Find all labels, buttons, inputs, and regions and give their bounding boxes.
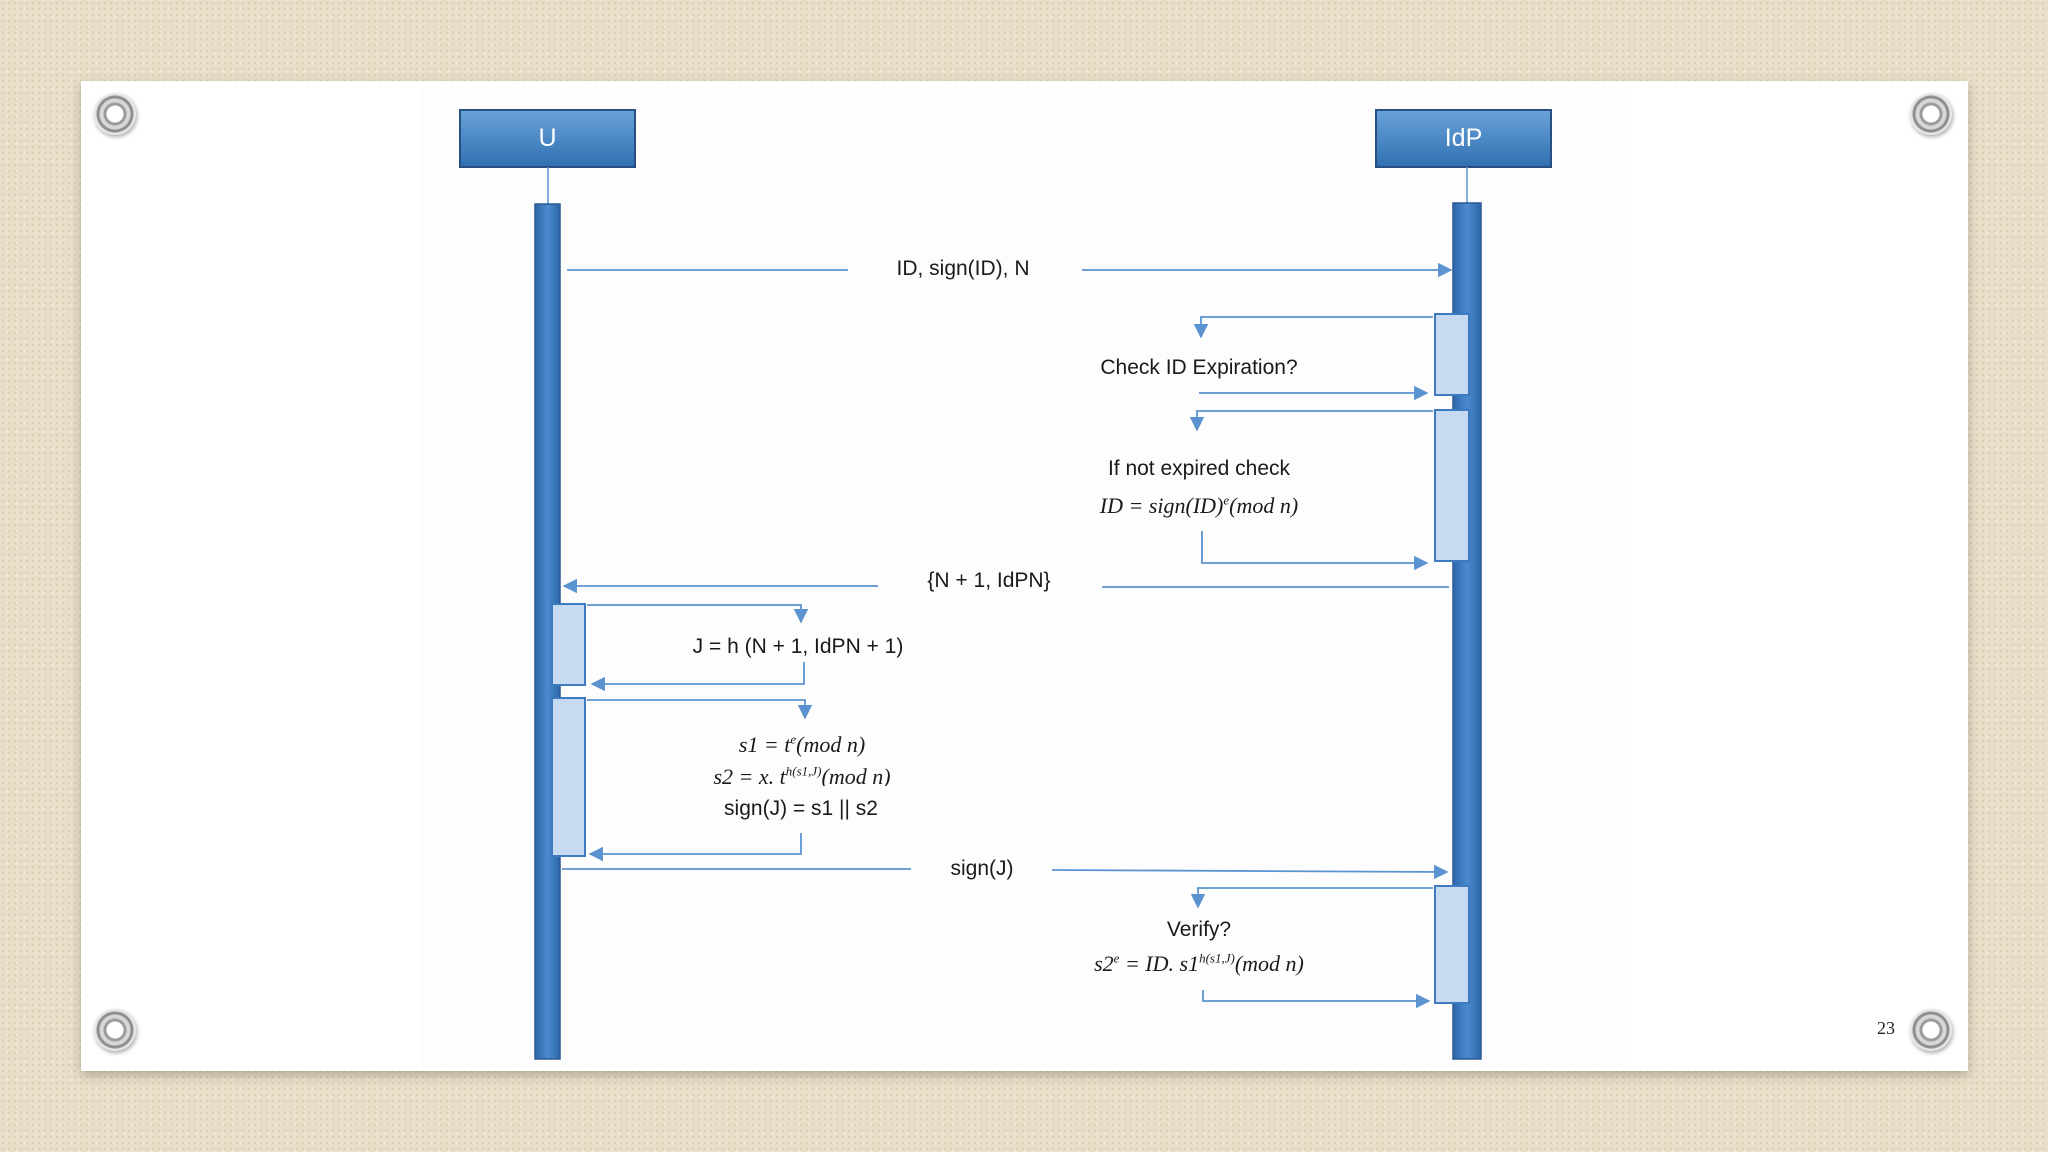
formula-s1: s1 = te(mod n) xyxy=(738,731,866,757)
sequence-diagram: U IdP ID, sign(ID), N Check ID Expiratio… xyxy=(421,87,1625,1067)
message-label-3: sign(J) xyxy=(950,857,1014,880)
step-label-if-not-expired: If not expired check xyxy=(1107,457,1291,480)
self-call-arrow xyxy=(1190,887,1433,909)
pushpin-icon xyxy=(94,93,136,135)
formula-s2: s2 = x. th(s1,J)(mod n) xyxy=(713,764,891,786)
formula-id-check: ID = sign(ID)e(mod n) xyxy=(1099,492,1299,518)
step-label-j-hash: J = h (N + 1, IdPN + 1) xyxy=(692,635,904,658)
step-label-check-expiration: Check ID Expiration? xyxy=(1100,356,1298,379)
message-label-2: {N + 1, IdPN} xyxy=(927,569,1051,592)
step-label-sign-j: sign(J) = s1 || s2 xyxy=(724,797,878,820)
self-call-arrow xyxy=(1193,316,1433,339)
participant-label-user: U xyxy=(538,124,557,152)
activation-idp-2 xyxy=(1434,409,1470,562)
page-number: 23 xyxy=(1877,1018,1895,1038)
activation-idp-3 xyxy=(1434,885,1470,1004)
self-call-arrow xyxy=(587,604,809,624)
activation-user-2 xyxy=(551,697,586,857)
self-call-arrow xyxy=(587,699,813,720)
self-call-arrow xyxy=(1189,410,1433,432)
message-label-1: ID, sign(ID), N xyxy=(896,257,1030,280)
pushpin-icon xyxy=(1910,1009,1952,1051)
participant-box-user xyxy=(459,109,636,168)
pushpin-icon xyxy=(94,1009,136,1051)
participant-label-idp: IdP xyxy=(1444,124,1483,152)
pushpin-icon xyxy=(1910,93,1952,135)
activation-idp-1 xyxy=(1434,313,1470,396)
step-label-verify: Verify? xyxy=(1166,918,1232,941)
participant-box-idp xyxy=(1375,109,1552,168)
formula-verify: s2e = ID. s1h(s1,J)(mod n) xyxy=(1094,950,1304,976)
diagram-graphics xyxy=(459,109,1552,1060)
activation-user-1 xyxy=(551,603,586,686)
